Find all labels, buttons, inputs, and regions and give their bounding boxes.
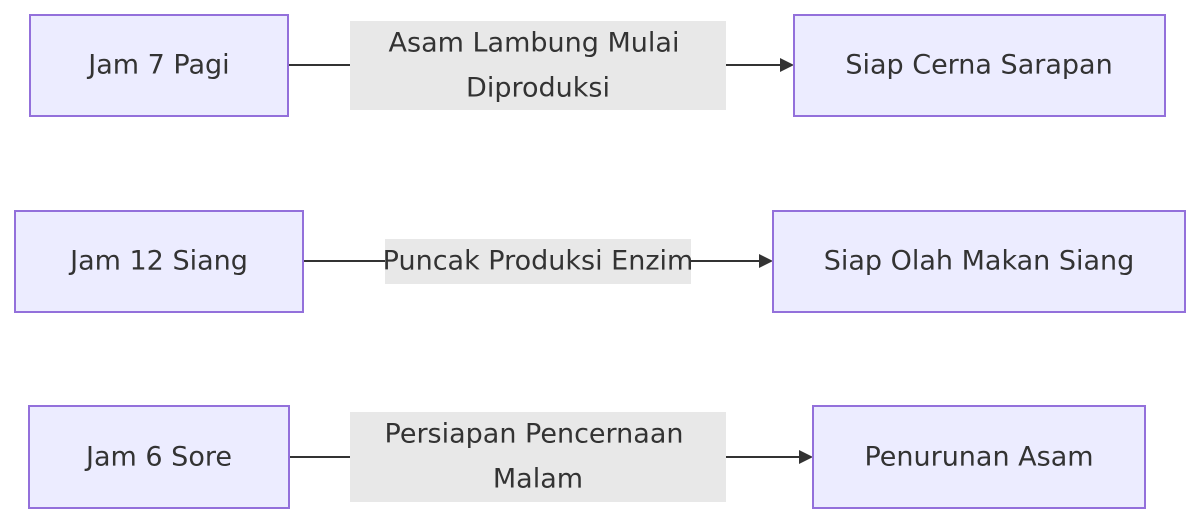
node-source-morning-label: Jam 7 Pagi [86,50,229,81]
node-target-morning-label: Siap Cerna Sarapan [845,50,1112,81]
node-source-evening-label: Jam 6 Sore [84,442,232,473]
node-target-noon [772,210,1186,313]
edge-label-morning-line1: Asam Lambung Mulai [389,28,680,59]
edge-label-noon-line1: Puncak Produksi Enzim [383,246,694,277]
arrow-head-noon [759,254,773,268]
node-source-noon-label: Jam 12 Siang [68,246,248,277]
node-target-evening-label: Penurunan Asam [864,442,1093,473]
edge-label-morning-line2: Diproduksi [466,73,610,104]
node-source-noon [14,210,304,313]
edge-label-bg-noon [385,239,691,284]
arrow-head-morning [780,58,794,72]
node-source-morning [29,14,289,117]
edge-label-evening-line2: Malam [493,464,583,495]
edge-label-bg-morning [350,21,726,110]
node-source-evening [28,405,290,509]
flow-row-noon: Puncak Produksi Enzim Jam 12 Siang Siap … [14,210,1186,313]
arrow-head-evening [799,450,813,464]
flow-row-evening: Persiapan Pencernaan Malam Jam 6 Sore Pe… [28,405,1146,509]
edge-label-bg-evening [350,412,726,502]
flow-row-morning: Asam Lambung Mulai Diproduksi Jam 7 Pagi… [29,14,1166,117]
node-target-morning [793,14,1166,117]
edge-label-evening-line1: Persiapan Pencernaan [385,419,684,450]
node-target-evening [812,405,1146,509]
node-target-noon-label: Siap Olah Makan Siang [824,246,1135,277]
